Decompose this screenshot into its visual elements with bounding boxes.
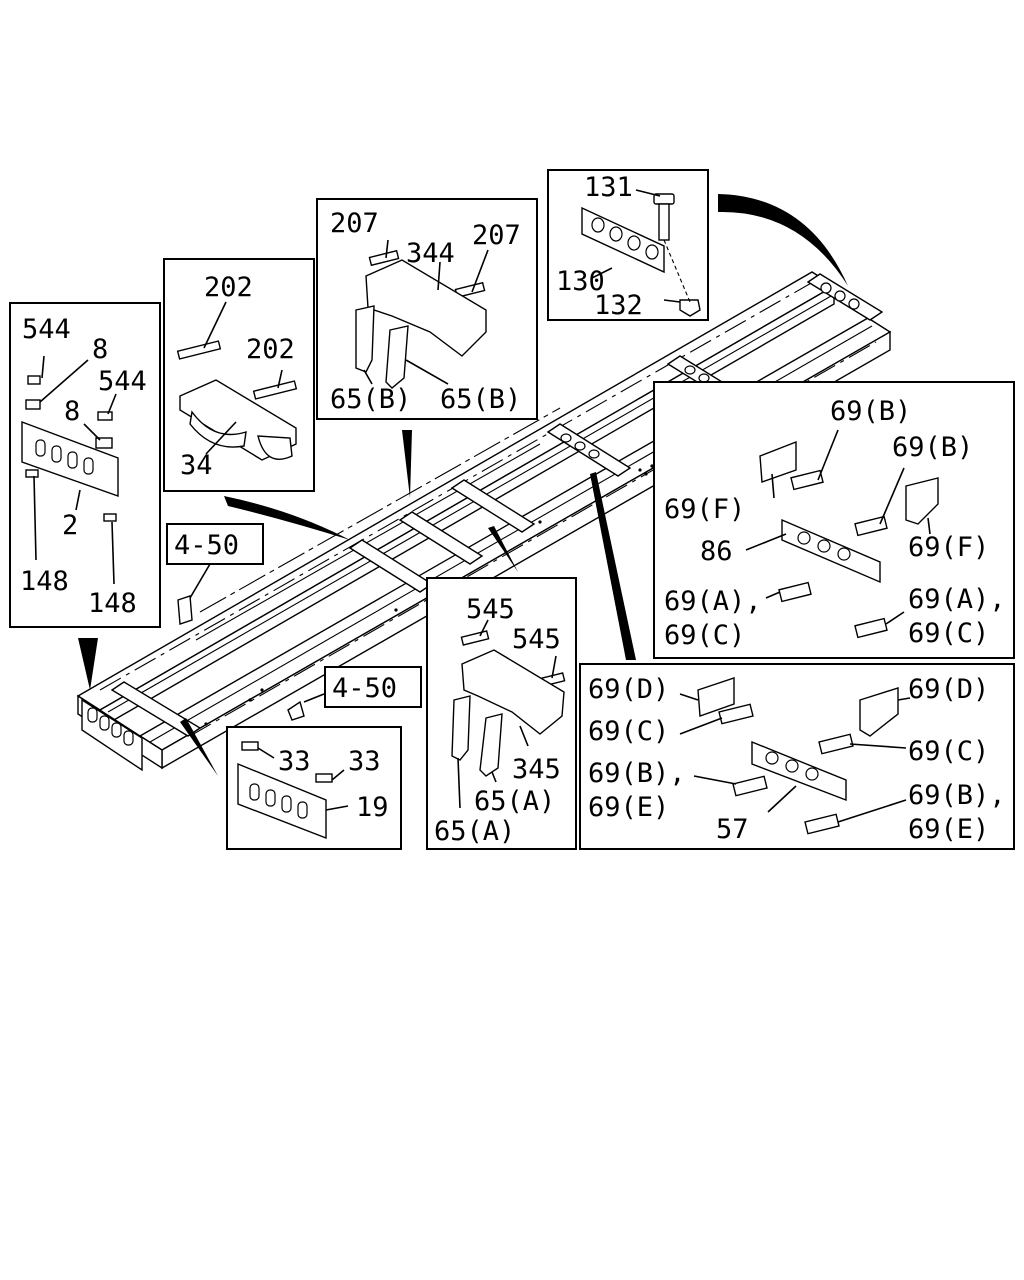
label-4-50-a: 4-50 bbox=[174, 530, 239, 561]
label-4-50-b: 4-50 bbox=[332, 673, 397, 704]
label-8-a: 8 bbox=[92, 334, 108, 365]
label-132: 132 bbox=[594, 290, 643, 321]
label-69d-2: 69(D) bbox=[908, 674, 989, 705]
box-crossmember-57: 69(D) 69(D) 69(C) 69(C) 69(B), 69(E) 57 … bbox=[579, 663, 1015, 850]
label-57: 57 bbox=[716, 814, 749, 845]
label-69f-1: 69(F) bbox=[664, 494, 745, 525]
label-207-b: 207 bbox=[472, 220, 521, 251]
label-544-b: 544 bbox=[98, 366, 147, 397]
label-69b-2: 69(B) bbox=[892, 432, 973, 463]
reference-4-50-b: 4-50 bbox=[287, 666, 422, 721]
label-202-a: 202 bbox=[204, 272, 253, 303]
box-bracket-344: 207 344 207 65(B) 65(B) bbox=[316, 198, 538, 420]
label-130: 130 bbox=[556, 266, 605, 297]
label-69c-2: 69(C) bbox=[908, 618, 989, 649]
box-bracket-345: 545 545 345 65(A) 65(A) bbox=[426, 577, 577, 850]
box-crossmember-34: 202 202 34 bbox=[163, 258, 315, 492]
label-131: 131 bbox=[584, 172, 633, 203]
label-345: 345 bbox=[512, 754, 561, 785]
label-69c-1: 69(C) bbox=[664, 620, 745, 651]
label-545-a: 545 bbox=[466, 594, 515, 625]
label-65b-b: 65(B) bbox=[440, 384, 521, 415]
label-69d-1: 69(D) bbox=[588, 674, 669, 705]
box-front-crossmember: 544 8 544 8 2 148 148 bbox=[9, 302, 161, 628]
label-8-b: 8 bbox=[64, 396, 80, 427]
front-crossmember-holes bbox=[87, 707, 134, 746]
label-69a-1: 69(A), bbox=[664, 586, 762, 617]
label-545-b: 545 bbox=[512, 624, 561, 655]
label-65b-a: 65(B) bbox=[330, 384, 411, 415]
label-202-b: 202 bbox=[246, 334, 295, 365]
label-148-b: 148 bbox=[88, 588, 137, 619]
label-69b-4: 69(B), bbox=[908, 780, 1006, 811]
label-69c-3: 69(C) bbox=[588, 716, 669, 747]
box-crossmember-86: 69(B) 69(B) 69(F) 86 69(F) 69(A), 69(C) … bbox=[653, 381, 1015, 659]
label-69e-2: 69(E) bbox=[908, 814, 989, 845]
label-34: 34 bbox=[180, 450, 213, 481]
label-86: 86 bbox=[700, 536, 733, 567]
label-19: 19 bbox=[356, 792, 389, 823]
label-344: 344 bbox=[406, 238, 455, 269]
label-207-a: 207 bbox=[330, 208, 379, 239]
label-69b-1: 69(B) bbox=[830, 396, 911, 427]
box-crossmember-19: 33 33 19 bbox=[226, 726, 402, 850]
label-69e-1: 69(E) bbox=[588, 792, 669, 823]
label-33-b: 33 bbox=[348, 746, 381, 777]
label-148-a: 148 bbox=[20, 566, 69, 597]
box-rear-crossmember: 131 130 132 bbox=[547, 169, 709, 321]
label-65a-a: 65(A) bbox=[474, 786, 555, 817]
label-65a-b: 65(A) bbox=[434, 816, 515, 847]
reference-4-50-a: 4-50 bbox=[166, 523, 264, 625]
label-33-a: 33 bbox=[278, 746, 311, 777]
label-69b-3: 69(B), bbox=[588, 758, 686, 789]
label-544-a: 544 bbox=[22, 314, 71, 345]
label-69c-4: 69(C) bbox=[908, 736, 989, 767]
label-2: 2 bbox=[62, 510, 78, 541]
label-69f-2: 69(F) bbox=[908, 532, 989, 563]
label-69a-2: 69(A), bbox=[908, 584, 1006, 615]
